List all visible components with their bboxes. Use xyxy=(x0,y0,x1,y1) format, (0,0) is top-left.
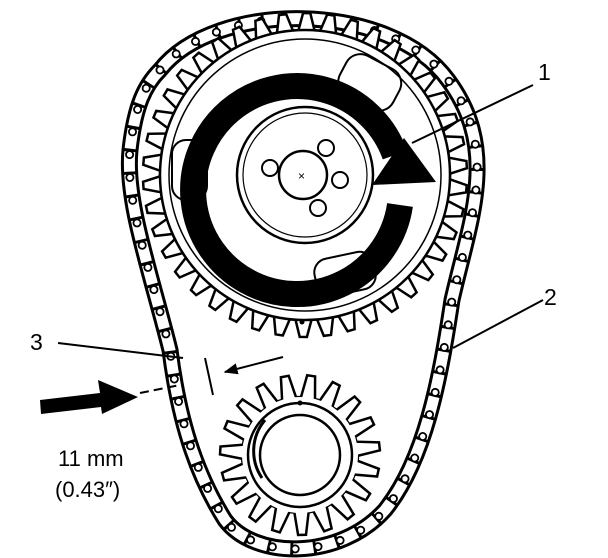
chain-roller xyxy=(169,374,179,384)
chain-roller xyxy=(447,297,457,307)
bolt-hole xyxy=(331,171,349,189)
chain-roller xyxy=(128,195,138,205)
chain-roller xyxy=(470,139,480,149)
chain-roller xyxy=(313,542,323,552)
callout-line-3 xyxy=(57,342,184,359)
chain-roller xyxy=(246,535,256,545)
chain-roller xyxy=(457,252,467,262)
chain-roller xyxy=(435,365,445,375)
chain-roller xyxy=(374,511,384,521)
deflection-tick xyxy=(204,357,214,396)
chain-roller xyxy=(400,474,410,484)
rotation-arrowhead xyxy=(372,138,436,185)
deflection-measurement: 11 mm (0.43″) xyxy=(40,356,284,502)
chain-roller xyxy=(424,410,434,420)
chain-roller xyxy=(161,329,171,339)
chain-roller xyxy=(456,96,466,106)
push-line xyxy=(139,384,181,394)
chain-roller xyxy=(335,535,345,545)
chain-roller xyxy=(127,127,137,137)
chain-roller xyxy=(472,162,482,172)
chain-roller xyxy=(133,105,143,115)
chain-roller xyxy=(213,504,223,514)
camshaft-sprocket: × xyxy=(141,11,469,339)
chain-roller xyxy=(171,49,181,59)
chain-roller xyxy=(430,387,440,397)
chain-roller xyxy=(149,285,159,295)
bolt-hole xyxy=(309,199,327,217)
svg-text:×: × xyxy=(298,169,305,183)
crankshaft-sprocket xyxy=(218,373,382,537)
callouts: 1 2 3 xyxy=(30,59,557,359)
push-arrow xyxy=(40,380,138,414)
chain-roller xyxy=(155,65,165,75)
callout-2: 2 xyxy=(544,284,557,310)
chain-roller xyxy=(356,525,366,535)
chain-roller xyxy=(439,342,449,352)
chain-roller xyxy=(267,542,277,552)
chain-roller xyxy=(463,230,473,240)
chain-roller xyxy=(452,275,462,285)
rotation-arrow xyxy=(180,73,413,307)
chain-roller xyxy=(125,172,135,182)
chain-roller xyxy=(203,483,213,493)
chain-roller xyxy=(143,262,153,272)
chain-roller xyxy=(155,307,165,317)
chain-roller xyxy=(185,441,195,451)
chain-roller xyxy=(211,27,221,37)
timing-mark xyxy=(299,319,305,325)
chain-roller xyxy=(418,431,428,441)
chain-roller xyxy=(444,76,454,86)
measurement-imperial: (0.43″) xyxy=(55,477,120,502)
chain-roller xyxy=(179,419,189,429)
chain-roller xyxy=(411,45,421,55)
chain-roller xyxy=(410,453,420,463)
chain-roller xyxy=(125,150,135,160)
chain-roller xyxy=(190,36,200,46)
measurement-metric: 11 mm xyxy=(58,446,124,471)
chain-roller xyxy=(141,83,151,93)
chain-roller xyxy=(388,494,398,504)
chain-roller xyxy=(137,240,147,250)
chain-roller xyxy=(290,544,300,554)
chain-roller xyxy=(467,208,477,218)
callout-3: 3 xyxy=(30,329,43,355)
chain-roller xyxy=(132,218,142,228)
chain-roller xyxy=(174,396,184,406)
callout-line-1 xyxy=(411,84,534,144)
bolt-hole xyxy=(261,159,279,177)
chain-roller xyxy=(193,462,203,472)
chain-roller xyxy=(465,117,475,127)
chain-roller xyxy=(443,320,453,330)
chain-roller xyxy=(471,185,481,195)
deflection-arrow xyxy=(223,356,284,375)
bolt-hole xyxy=(317,139,335,157)
hub-bore xyxy=(277,149,329,201)
chain-roller xyxy=(226,522,236,532)
timing-mark xyxy=(297,400,303,406)
callout-line-2 xyxy=(452,299,544,349)
callout-1: 1 xyxy=(538,59,551,85)
chain-roller xyxy=(429,59,439,69)
